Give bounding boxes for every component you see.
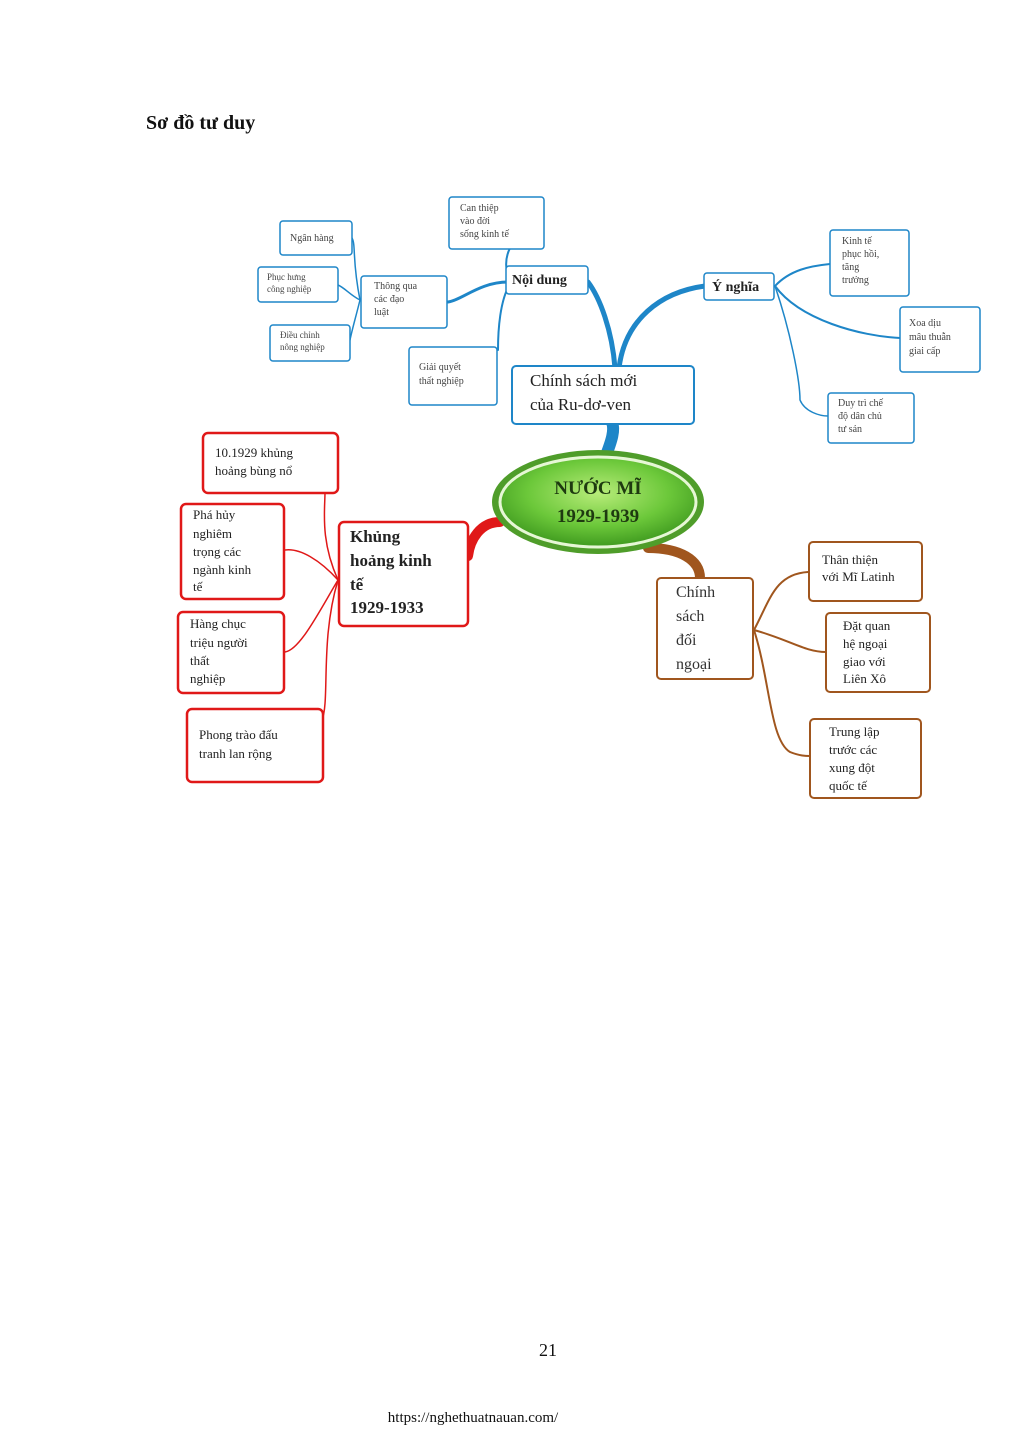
node-text: các đạo [374, 294, 404, 305]
crisis-item-1: 10.1929 khủng hoảng bùng nổ [201, 431, 340, 495]
can-thiep-node: Can thiệp vào đời sống kinh tế [448, 196, 545, 250]
node-text: xung đột [829, 760, 875, 775]
brown-connectors [643, 543, 827, 757]
node-text: tranh lan rộng [199, 746, 272, 761]
blue-nodes: Chính sách mới của Ru-dơ-ven Nội dung Ý … [257, 196, 981, 444]
thong-qua-node: Thông qua các đạo luật [360, 275, 448, 329]
node-text: giai cấp [909, 346, 940, 357]
node-text: đối [676, 632, 697, 649]
node-text: tư sản [838, 424, 862, 435]
node-text: vào đời [460, 216, 490, 227]
blue-connectors [337, 237, 901, 464]
center-node: NƯỚC MĨ 1929-1939 [492, 450, 704, 554]
node-text: phục hồi, [842, 249, 879, 260]
node-text: Thông qua [374, 281, 418, 292]
node-text: Giải quyết [419, 362, 461, 373]
page-number: 21 [539, 1340, 557, 1360]
node-text: luật [374, 307, 389, 318]
node-text: Ngân hàng [290, 233, 334, 244]
node-text: Trung lập [829, 724, 879, 739]
foreign-item-1: Thân thiện với Mĩ Latinh [808, 541, 923, 602]
foreign-item-3: Trung lập trước các xung đột quốc tế [809, 718, 922, 799]
node-text: hoảng bùng nổ [215, 463, 292, 478]
node-text: Ý nghĩa [712, 278, 759, 295]
node-text: Phong trào đấu [199, 727, 278, 742]
node-text: trọng các [193, 544, 241, 559]
node-text: Thân thiện [822, 552, 878, 567]
phuc-hung-node: Phục hưng công nghiệp [257, 266, 339, 303]
node-text: tế [193, 579, 204, 594]
red-nodes: Khủng hoảng kinh tế 1929-1933 10.1929 kh… [176, 431, 470, 784]
center-line-1: NƯỚC MĨ [554, 477, 641, 499]
node-text: ngoại [676, 656, 712, 673]
node-text: 1929-1933 [350, 598, 424, 617]
node-text: Chính [676, 584, 715, 601]
node-text: thất nghiệp [419, 376, 464, 387]
rudoven-policy-node: Chính sách mới của Ru-dơ-ven [511, 365, 695, 425]
duy-tri-node: Duy trì chế độ dân chủ tư sản [827, 392, 915, 444]
foreign-item-2: Đặt quan hệ ngoại giao với Liên Xô [825, 612, 931, 693]
node-text: Phục hưng [267, 272, 306, 282]
crisis-item-2: Phá hủy nghiêm trọng các ngành kinh tế [179, 502, 286, 601]
node-text: Can thiệp [460, 203, 499, 214]
foreign-policy-node: Chính sách đối ngoại [656, 577, 754, 680]
y-nghia-node: Ý nghĩa [703, 272, 775, 301]
node-text: mâu thuẫn [909, 332, 951, 343]
giai-quyet-node: Giải quyết thất nghiệp [408, 346, 498, 406]
node-text: Liên Xô [843, 671, 886, 686]
node-text: hệ ngoại [843, 636, 888, 651]
noi-dung-node: Nội dung [505, 265, 589, 295]
node-text: Hàng chục [190, 616, 246, 631]
node-text: sống kinh tế [460, 229, 509, 240]
node-text: giao với [843, 654, 886, 669]
node-text: 10.1929 khủng [215, 445, 294, 460]
node-text: trưởng [842, 275, 869, 286]
brown-nodes: Chính sách đối ngoại Thân thiện với Mĩ L… [656, 541, 931, 799]
node-text: ngành kinh [193, 562, 252, 577]
node-text: Khủng [350, 527, 401, 546]
center-line-2: 1929-1939 [557, 506, 639, 527]
crisis-item-3: Hàng chục triệu người thất nghiệp [176, 610, 286, 695]
node-text: Kinh tế [842, 236, 872, 247]
footer-url: https://nghethuatnauan.com/ [387, 1410, 559, 1426]
xoa-diu-node: Xoa dịu mâu thuẫn giai cấp [899, 306, 981, 373]
node-text: thất [190, 653, 210, 668]
dieu-chinh-node: Điều chỉnh nông nghiệp [269, 324, 351, 362]
ngan-hang-node: Ngân hàng [279, 220, 353, 256]
node-text: hoảng kinh [350, 551, 432, 570]
node-text: sách [676, 608, 704, 625]
node-text: Xoa dịu [909, 318, 941, 329]
node-text: tăng [842, 262, 859, 273]
node-text: Duy trì chế [838, 398, 884, 409]
node-text: trước các [829, 742, 877, 757]
kinh-te-node: Kinh tế phục hồi, tăng trưởng [829, 229, 910, 297]
node-text: công nghiệp [267, 284, 312, 294]
page-title: Sơ đồ tư duy [146, 112, 256, 134]
node-text: Điều chỉnh [280, 330, 320, 340]
node-text: tế [350, 575, 365, 594]
node-text: Chính sách mới [530, 371, 637, 390]
node-text: nghiệp [190, 671, 225, 686]
node-text: triệu người [190, 635, 248, 650]
crisis-node: Khủng hoảng kinh tế 1929-1933 [337, 520, 470, 628]
node-text: với Mĩ Latinh [822, 569, 895, 584]
node-text: Nội dung [512, 273, 567, 288]
node-text: Phá hủy [193, 507, 236, 522]
node-text: nghiêm [193, 526, 232, 541]
node-text: quốc tế [829, 778, 868, 793]
node-text: của Ru-dơ-ven [530, 395, 632, 414]
node-text: Đặt quan [843, 618, 891, 633]
crisis-item-4: Phong trào đấu tranh lan rộng [185, 707, 325, 784]
node-text: nông nghiệp [280, 342, 325, 352]
node-text: độ dân chủ [838, 411, 882, 422]
